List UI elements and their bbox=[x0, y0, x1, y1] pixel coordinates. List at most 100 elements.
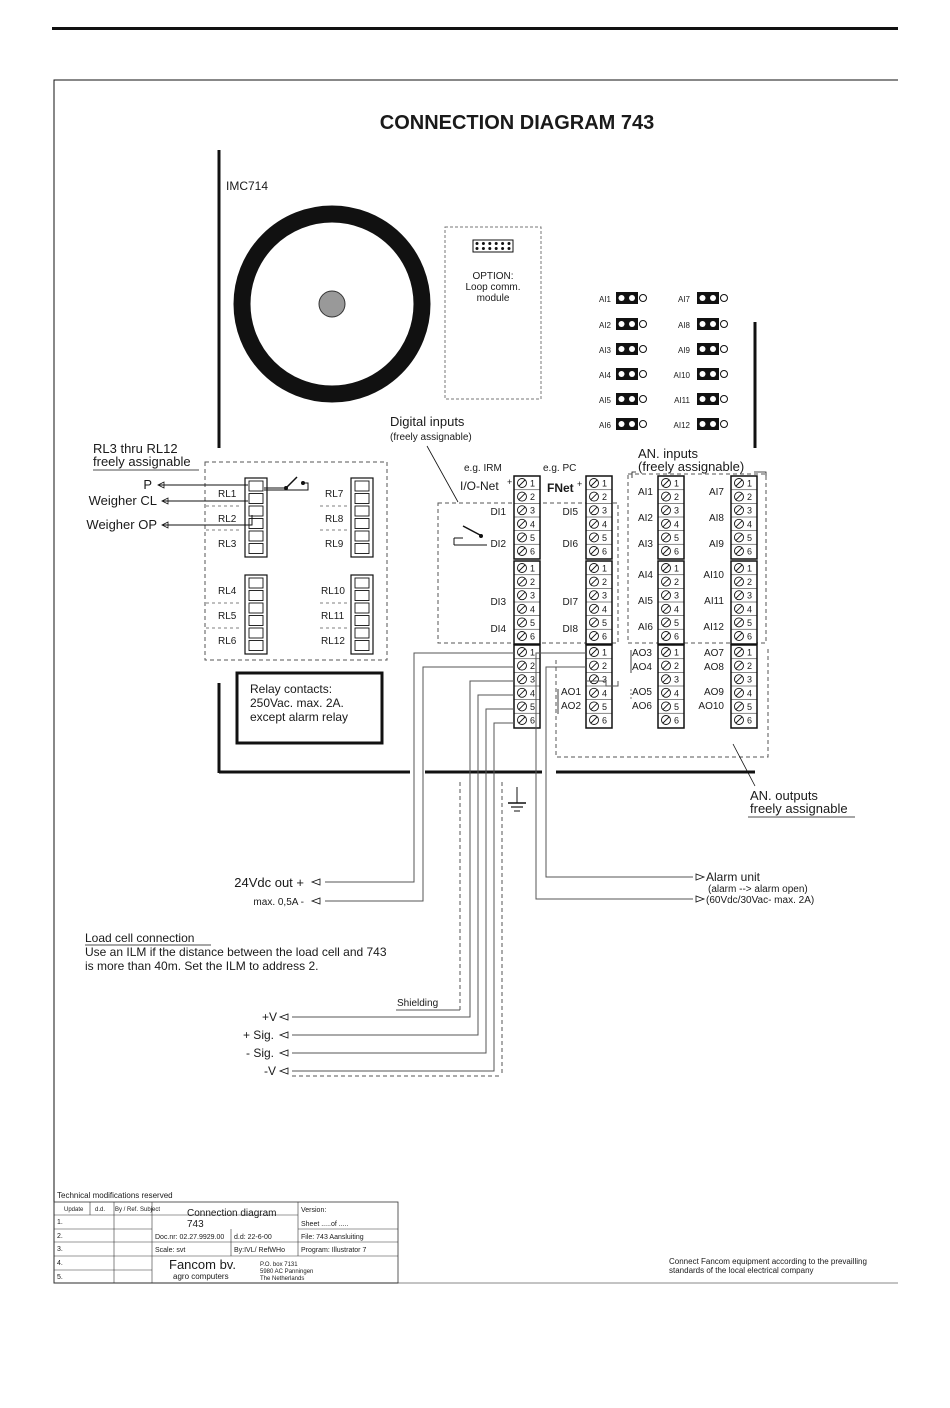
load-cell-wires bbox=[292, 680, 514, 1077]
ai-led-indicator bbox=[639, 395, 647, 403]
relay-label: RL8 bbox=[325, 514, 344, 525]
digital-inputs-subheading: (freely assignable) bbox=[390, 432, 472, 443]
terminal-screw-slot bbox=[518, 675, 526, 683]
terminal-screw-slot bbox=[590, 703, 598, 710]
option-label-1: OPTION: bbox=[472, 271, 513, 282]
title-block-grid bbox=[53, 1201, 399, 1284]
terminal-number: 5 bbox=[747, 618, 752, 628]
option-label-3: module bbox=[477, 293, 510, 304]
ai-led-indicator bbox=[720, 420, 728, 428]
terminal-screw-slot bbox=[662, 591, 670, 599]
terminal-screw-slot bbox=[590, 689, 598, 697]
terminal-screw-slot bbox=[518, 578, 526, 585]
ai-led-indicator bbox=[720, 370, 728, 378]
terminal-number: 2 bbox=[602, 661, 607, 671]
terminal-screw-slot bbox=[662, 564, 670, 572]
terminal-number: 5 bbox=[530, 702, 535, 712]
terminal-screw-slot bbox=[518, 632, 526, 640]
terminal-number: 4 bbox=[530, 519, 535, 529]
terminal-screw-slot bbox=[735, 662, 743, 669]
terminal-number: 3 bbox=[602, 506, 607, 516]
terminal-screw-slot bbox=[662, 534, 670, 541]
terminal-screw-slot bbox=[735, 534, 743, 541]
terminal-number: 5 bbox=[530, 533, 535, 543]
power-label-2: max. 0,5A - bbox=[253, 897, 304, 908]
terminal-number: 2 bbox=[530, 661, 535, 671]
ai-led-label: AI8 bbox=[678, 321, 691, 330]
ai-led-label: AI3 bbox=[599, 346, 612, 355]
relay-slot bbox=[354, 590, 370, 601]
terminal-number: 4 bbox=[674, 688, 679, 698]
terminal-screw-slot bbox=[662, 689, 670, 697]
terminal-block bbox=[513, 560, 541, 645]
relay-blocks bbox=[206, 477, 374, 655]
ai-label: AI9 bbox=[709, 539, 724, 550]
ai-led-indicator bbox=[720, 294, 728, 302]
di-label: DI4 bbox=[490, 624, 506, 635]
terminal-block bbox=[585, 560, 613, 645]
terminal-screw-slot bbox=[518, 619, 526, 626]
relay-note-1: Relay contacts: bbox=[250, 682, 332, 696]
ao-label: AO5 bbox=[632, 687, 652, 698]
terminal-number: 3 bbox=[747, 675, 752, 685]
alarm-label-2: (alarm --> alarm open) bbox=[708, 884, 808, 895]
terminal-number: 6 bbox=[674, 632, 679, 642]
terminal-number: 4 bbox=[530, 688, 535, 698]
relay-slot bbox=[248, 493, 264, 504]
terminal-screw-slot bbox=[590, 547, 598, 555]
di-label: DI1 bbox=[490, 507, 506, 518]
terminal-screw-slot bbox=[662, 648, 670, 656]
tb-company: Fancom bv. bbox=[169, 1257, 236, 1272]
relay-slot bbox=[248, 640, 264, 651]
ai-led-pin bbox=[629, 321, 635, 327]
ai-led-label: AI7 bbox=[678, 295, 691, 304]
ao-label: AO3 bbox=[632, 648, 652, 659]
pc-note: e.g. PC bbox=[543, 463, 576, 474]
terminal-screw-slot bbox=[735, 547, 743, 555]
ao-label: AO1 bbox=[561, 687, 581, 698]
ai-label: AI2 bbox=[638, 513, 653, 524]
terminal-number: 1 bbox=[602, 479, 607, 489]
ai-led-label: AI10 bbox=[674, 371, 691, 380]
terminal-screw-slot bbox=[735, 703, 743, 710]
terminal-number: 1 bbox=[530, 479, 535, 489]
terminal-screw-slot bbox=[590, 564, 598, 572]
terminal-number: 5 bbox=[674, 702, 679, 712]
terminal-screw-slot bbox=[735, 506, 743, 514]
ai-led-pin bbox=[618, 295, 625, 301]
terminal-screw-slot bbox=[518, 547, 526, 555]
ai-led-indicator bbox=[639, 345, 647, 353]
wire-label-minus-sig: - Sig. bbox=[246, 1046, 274, 1060]
tb-company-sub: agro computers bbox=[173, 1272, 229, 1281]
di-label: DI6 bbox=[562, 539, 578, 550]
ai-label: AI3 bbox=[638, 539, 653, 550]
option-connector-pin bbox=[507, 247, 511, 250]
ao-label: AO8 bbox=[704, 662, 724, 673]
ai-led-pin bbox=[629, 295, 635, 301]
option-connector-frame bbox=[472, 239, 514, 253]
relay-label: RL3 bbox=[218, 539, 237, 550]
digital-inputs-leader bbox=[426, 445, 459, 503]
ai-led-label: AI1 bbox=[599, 295, 612, 304]
an-outputs-note-2: freely assignable bbox=[750, 801, 848, 816]
relay-label: RL12 bbox=[321, 636, 345, 647]
terminal-screw-slot bbox=[590, 619, 598, 626]
terminal-block bbox=[513, 475, 541, 560]
tb-name-2: 743 bbox=[187, 1219, 204, 1230]
terminal-screw-slot bbox=[662, 520, 670, 528]
terminal-block bbox=[657, 560, 685, 645]
relay-slot bbox=[248, 590, 264, 601]
ai-label: AI8 bbox=[709, 513, 724, 524]
terminal-screw-slot bbox=[590, 591, 598, 599]
power-label-1: 24Vdc out + bbox=[234, 875, 304, 890]
ao-label: AO7 bbox=[704, 648, 724, 659]
terminal-number: 5 bbox=[530, 618, 535, 628]
terminal-number: 1 bbox=[602, 648, 607, 658]
relay-slot bbox=[354, 505, 370, 517]
ai-label: AI4 bbox=[638, 570, 653, 581]
digital-input-switch-icon bbox=[453, 525, 487, 546]
signal-weigher-op: Weigher OP bbox=[86, 517, 157, 532]
relay-slot bbox=[354, 493, 370, 504]
terminal-screw-slot bbox=[590, 520, 598, 528]
controller-label: IMC714 bbox=[226, 179, 268, 193]
